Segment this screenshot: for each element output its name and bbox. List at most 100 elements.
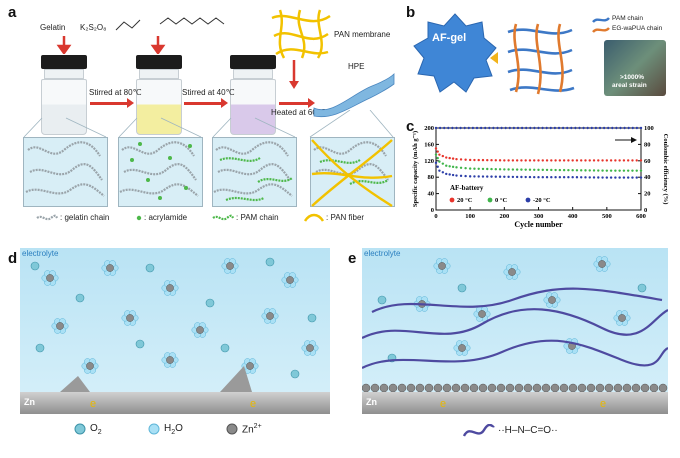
oxygen-molecule (145, 263, 155, 273)
data-point (635, 176, 638, 179)
data-point (545, 126, 548, 130)
x-tick-label: 200 (499, 213, 509, 220)
zn-deposit (595, 383, 605, 393)
data-point (486, 167, 489, 171)
zn-deposit (604, 383, 614, 393)
zn-deposit (532, 383, 542, 393)
electron-label-e1: e (440, 398, 447, 410)
zn-deposit (406, 383, 416, 393)
data-point (598, 126, 602, 130)
legend-title: AF-battery (450, 184, 484, 192)
zinc-ion (86, 362, 94, 370)
data-point (504, 126, 507, 130)
data-point (434, 147, 438, 150)
data-point (558, 168, 562, 172)
data-point (481, 175, 485, 178)
data-point (597, 169, 600, 172)
af-gel-label: AF-gel (432, 32, 467, 44)
y2-tick-label: 0 (644, 207, 647, 214)
data-point (524, 168, 527, 171)
data-point (575, 169, 579, 172)
data-point (611, 126, 614, 130)
data-point (515, 175, 519, 179)
zinc-ion (166, 356, 174, 364)
data-point (537, 159, 540, 162)
zn-deposit (586, 383, 596, 393)
bottle-3 (230, 55, 276, 135)
zn-deposit (568, 383, 578, 393)
data-point (567, 168, 570, 172)
panel-c-label: c (406, 118, 415, 135)
series-2 (434, 161, 643, 179)
data-point (473, 167, 476, 170)
data-point (575, 159, 579, 162)
data-point (605, 176, 609, 179)
data-point (459, 174, 463, 178)
series-1 (434, 153, 643, 172)
data-point (605, 159, 609, 162)
data-point (618, 159, 621, 162)
zinc-ion (618, 314, 626, 322)
data-point (545, 168, 549, 172)
data-point (464, 166, 467, 170)
data-point (533, 159, 536, 162)
zinc-ion (226, 262, 234, 270)
data-point (477, 158, 480, 162)
data-point (468, 158, 472, 162)
data-point (570, 126, 573, 130)
data-point (448, 173, 451, 176)
data-point (445, 172, 448, 176)
y2-tick-label: 20 (644, 191, 651, 198)
series-0 (434, 147, 643, 162)
x-axis-label: Cycle number (514, 220, 563, 229)
data-point (533, 126, 536, 130)
data-point (473, 175, 476, 178)
data-point (553, 126, 557, 130)
x-tick-label: 400 (568, 213, 578, 220)
data-point (441, 162, 445, 165)
data-point (498, 159, 502, 162)
data-point (571, 169, 574, 172)
zn2-icon (226, 423, 238, 435)
zinc-ion (478, 310, 486, 318)
electron-label-d1: e (90, 398, 97, 410)
data-point (528, 159, 532, 162)
data-point (436, 150, 439, 153)
oxygen-molecule (457, 283, 467, 293)
oxygen-molecule (307, 313, 317, 323)
legend-entry: 0 °C (495, 197, 507, 204)
legend-pam-chain: : PAM chain (236, 213, 279, 222)
data-point (588, 176, 591, 179)
acrylamide-icon (136, 215, 142, 221)
legend-marker (525, 197, 531, 203)
data-point (503, 175, 506, 178)
zn-deposit (577, 383, 587, 393)
data-point (503, 159, 506, 162)
y2-tick-label: 100 (644, 125, 654, 132)
areal-strain-photo (604, 40, 666, 96)
zn-deposit (424, 383, 434, 393)
zn-dendrite (220, 366, 252, 392)
data-point (578, 126, 581, 130)
oxygen-molecule (377, 295, 387, 305)
data-point (626, 159, 630, 162)
x-tick-label: 300 (534, 213, 544, 220)
data-point (486, 158, 489, 162)
zn-deposit (451, 383, 461, 393)
bottle-1 (41, 55, 87, 135)
data-point (622, 169, 626, 172)
data-point (436, 156, 439, 160)
data-point (533, 175, 536, 179)
data-point (447, 126, 450, 130)
data-point (524, 159, 527, 162)
data-point (525, 126, 528, 130)
data-point (481, 158, 485, 162)
data-point (529, 126, 532, 130)
acrylamide-structure (115, 19, 141, 31)
data-point (622, 159, 626, 162)
data-point (592, 176, 596, 179)
data-point (592, 169, 596, 172)
data-point (584, 159, 587, 162)
data-point (512, 126, 516, 130)
oxygen-molecule (220, 343, 230, 353)
